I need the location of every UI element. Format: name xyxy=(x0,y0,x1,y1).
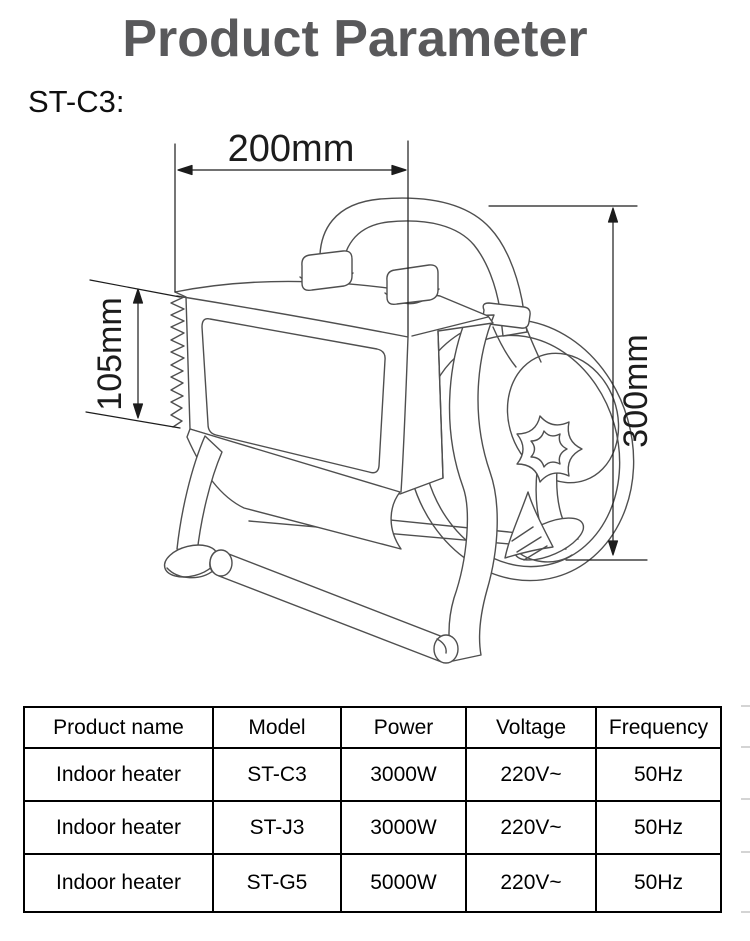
table-cell: 220V~ xyxy=(465,853,597,913)
carry-handle xyxy=(319,197,542,368)
dimension-height-label: 300mm xyxy=(617,334,655,447)
heating-fins xyxy=(170,296,185,428)
table-cell: 50Hz xyxy=(595,800,722,855)
col-header-power: Power xyxy=(340,706,467,749)
front-grille-panel xyxy=(201,317,386,474)
dimension-height-300mm: 300mm xyxy=(488,205,655,561)
adjustment-star-knob xyxy=(516,415,583,483)
spec-table: Product name Model Power Voltage Frequen… xyxy=(23,706,722,913)
heater-body xyxy=(170,280,494,495)
arrowhead-down-icon xyxy=(132,403,144,419)
col-header-product-name: Product name xyxy=(23,706,214,749)
table-header-row: Product name Model Power Voltage Frequen… xyxy=(23,706,722,749)
heater-illustration xyxy=(163,197,635,664)
edge-tick xyxy=(741,746,750,748)
col-header-frequency: Frequency xyxy=(595,706,722,749)
table-cell: 220V~ xyxy=(465,800,597,855)
dimension-fin-height-label: 105mm xyxy=(91,297,129,410)
arrowhead-down-icon xyxy=(607,540,619,556)
edge-tick xyxy=(741,911,750,913)
arrowhead-up-icon xyxy=(607,207,619,223)
model-label: ST-C3: xyxy=(28,84,125,119)
arrowhead-left-icon xyxy=(177,164,193,176)
leg-triangle-cutout xyxy=(504,491,554,559)
front-foot-bar xyxy=(209,549,459,664)
table-cell: 50Hz xyxy=(595,853,722,913)
table-cell: 220V~ xyxy=(465,747,597,802)
dimension-width-label: 200mm xyxy=(228,130,355,170)
col-header-model: Model xyxy=(212,706,342,749)
control-knobs xyxy=(299,250,440,306)
col-header-voltage: Voltage xyxy=(465,706,597,749)
table-cell: Indoor heater xyxy=(23,800,214,855)
arrowhead-right-icon xyxy=(391,164,407,176)
table-cell: Indoor heater xyxy=(23,747,214,802)
table-cell: 3000W xyxy=(340,800,467,855)
dimension-fin-height-105mm: 105mm xyxy=(85,279,181,429)
table-cell: ST-C3 xyxy=(212,747,342,802)
table-cell: 50Hz xyxy=(595,747,722,802)
table-cell: Indoor heater xyxy=(23,853,214,913)
table-cell: ST-J3 xyxy=(212,800,342,855)
dimension-annotations: 200mm 105mm 300mm xyxy=(85,130,655,561)
page-title: Product Parameter xyxy=(122,10,588,68)
right-knob xyxy=(386,264,439,306)
left-knob xyxy=(301,250,353,292)
arrowhead-up-icon xyxy=(132,288,144,304)
table-cell: ST-G5 xyxy=(212,853,342,913)
edge-tick xyxy=(741,798,750,800)
dimension-width-200mm: 200mm xyxy=(174,130,409,337)
edge-tick xyxy=(741,851,750,853)
stand-left-leg xyxy=(163,435,223,579)
stand-right-leg xyxy=(448,314,585,662)
heater-line-drawing: 200mm 105mm 300mm xyxy=(85,130,655,664)
table-cell: 3000W xyxy=(340,747,467,802)
edge-tick xyxy=(741,705,750,707)
table-cell: 5000W xyxy=(340,853,467,913)
